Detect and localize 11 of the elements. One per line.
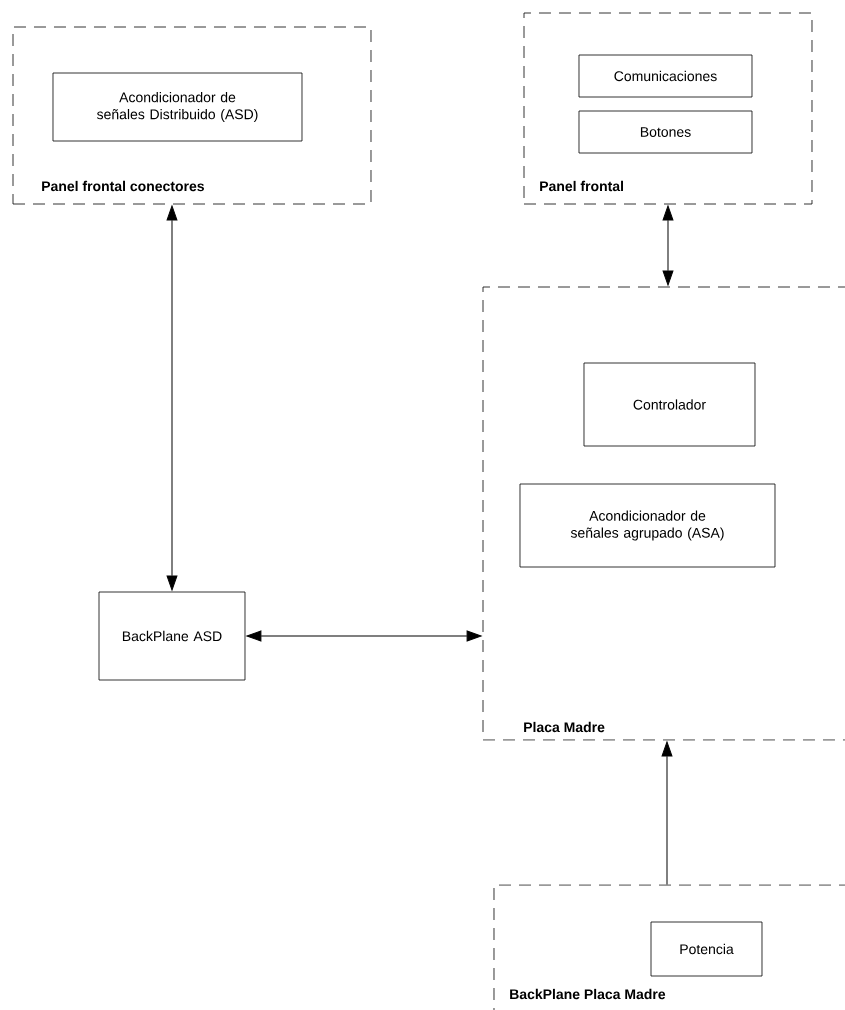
process-box: Acondicionador de señales agrupado (ASA)	[519, 483, 776, 568]
process-box: Botones	[578, 110, 753, 154]
process-box: Comunicaciones	[578, 54, 753, 98]
process-box: Acondicionador de señales Distribuido (ASD)	[52, 72, 303, 142]
arrow	[166, 205, 178, 591]
arrow	[246, 630, 482, 642]
arrow	[661, 741, 673, 886]
process-box: BackPlane ASD	[98, 591, 246, 681]
process-box: Controlador	[583, 362, 756, 447]
arrow	[662, 205, 674, 286]
process-box: Potencia	[650, 921, 763, 977]
